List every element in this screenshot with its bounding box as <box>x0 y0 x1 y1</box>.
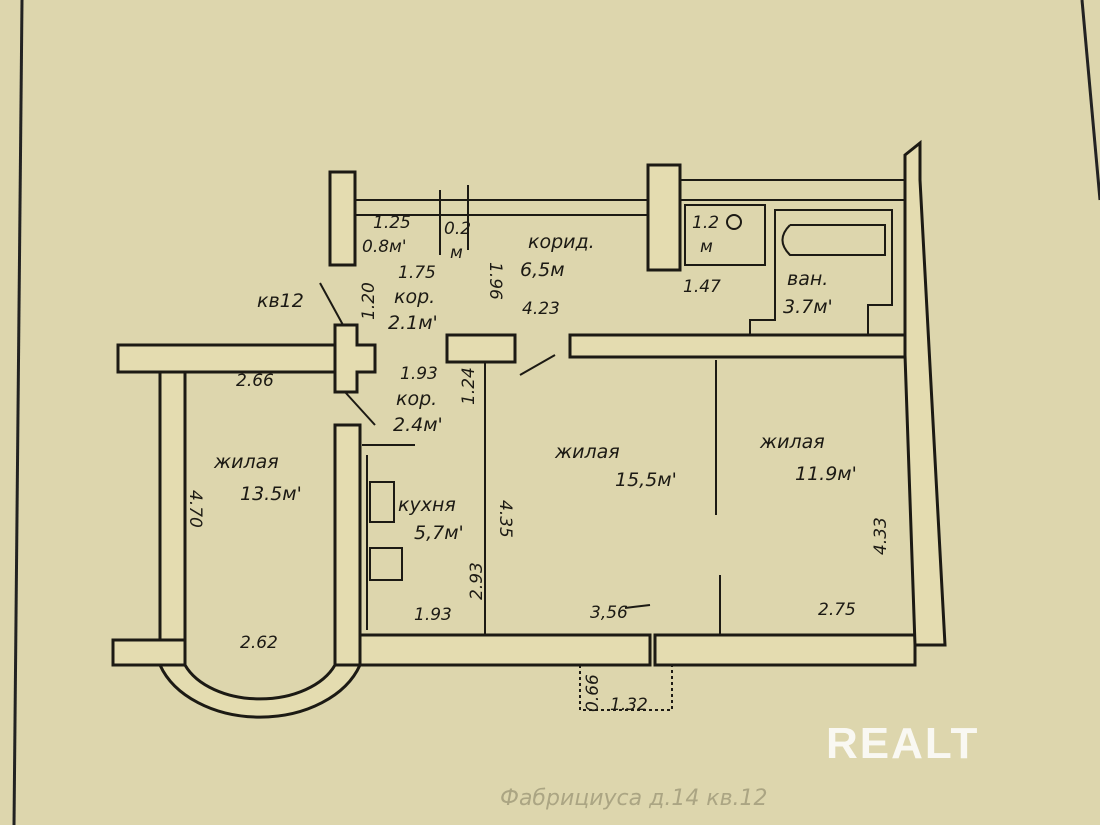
dim-4-33: 4.33 <box>871 517 891 555</box>
room-kitchen-area: 5,7м' <box>414 522 464 544</box>
dim-4-70: 4.70 <box>185 490 205 528</box>
dim-2-75: 2.75 <box>818 600 856 620</box>
room-hall2-name: кор. <box>396 388 437 410</box>
room-living2-area: 15,5м' <box>615 469 677 491</box>
room-living2-name: жилая <box>554 441 620 463</box>
room-hall1-area: 2.1м' <box>388 312 438 334</box>
room-corridor-area: 6,5м <box>520 259 565 281</box>
dim-2-62: 2.62 <box>240 633 278 653</box>
dim-1-32: 1.32 <box>610 695 648 715</box>
dim-4-35: 4.35 <box>495 500 515 538</box>
apartment-label: кв12 <box>257 290 304 312</box>
footer-handwriting: Фабрициуса д.14 кв.12 <box>500 786 768 811</box>
dim-1-47: 1.47 <box>683 277 721 297</box>
dim-0-66: 0.66 <box>583 674 603 712</box>
dim-4-23: 4.23 <box>522 299 560 319</box>
room-living1-area: 13.5м' <box>240 483 302 505</box>
room-hall1-name: кор. <box>394 286 435 308</box>
wc-area: 1.2 <box>692 213 719 233</box>
closet-b-area: 0.2 <box>444 219 471 239</box>
closet-b-unit: м <box>450 243 463 263</box>
room-kitchen-name: кухня <box>398 494 456 516</box>
room-hall2-area: 2.4м' <box>393 414 443 436</box>
dim-1-20: 1.20 <box>359 282 379 320</box>
room-bath-area: 3.7м' <box>783 296 833 318</box>
dim-2-66: 2.66 <box>236 371 274 391</box>
dim-3-56: 3,56 <box>590 603 628 623</box>
realt-watermark: REALT <box>826 719 979 768</box>
closet-a-dim: 1.25 <box>373 213 411 233</box>
room-bath-name: ван. <box>787 268 828 290</box>
room-living1-name: жилая <box>213 451 279 473</box>
dim-1-93-b: 1.93 <box>414 605 452 625</box>
page-edge-right <box>1080 0 1100 201</box>
room-living3-area: 11.9м' <box>795 463 857 485</box>
room-living3-name: жилая <box>759 431 825 453</box>
page-edge-left <box>12 0 24 825</box>
dim-1-24: 1.24 <box>459 367 479 405</box>
walls <box>111 139 947 719</box>
dim-1-93-a: 1.93 <box>400 364 438 384</box>
wc-unit: м <box>700 237 713 257</box>
room-corridor-name: корид. <box>528 231 595 253</box>
closet-a-area: 0.8м' <box>362 237 407 257</box>
dim-1-75: 1.75 <box>398 263 436 283</box>
dim-2-93: 2.93 <box>467 562 487 600</box>
dim-1-96: 1.96 <box>485 262 505 300</box>
